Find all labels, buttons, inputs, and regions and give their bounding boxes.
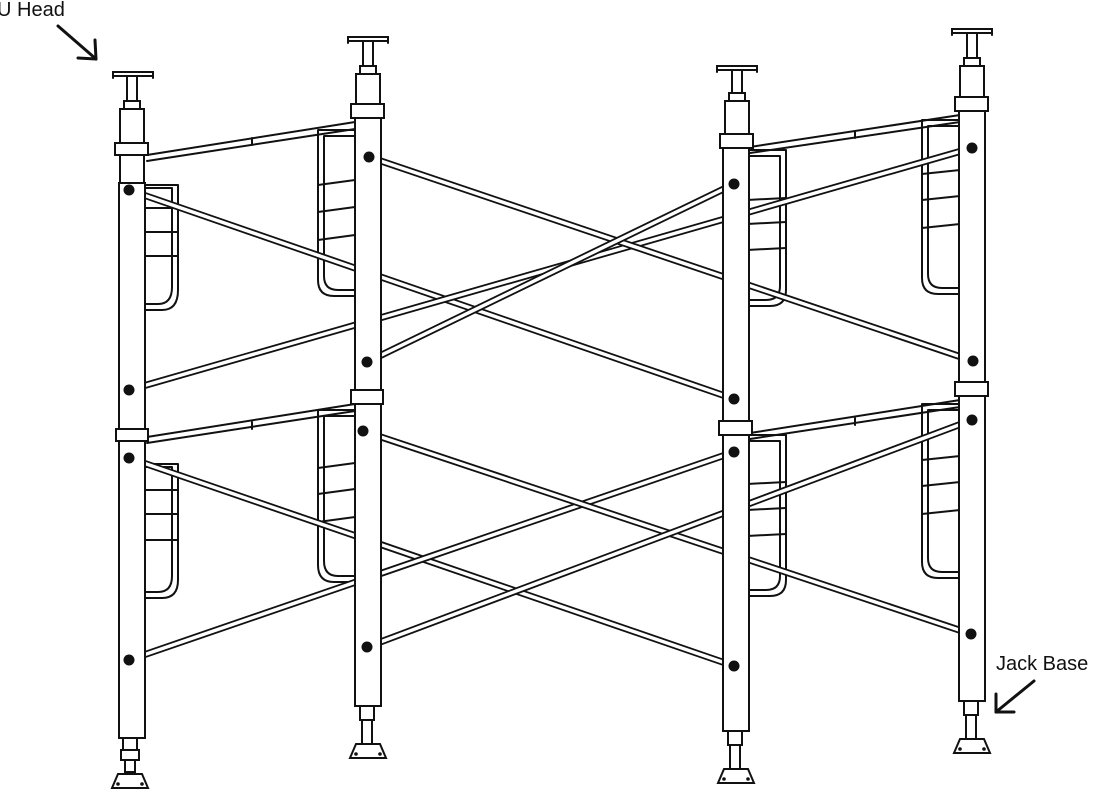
ladder-frame-right-lower [746,399,961,597]
jack-base-plate [952,738,992,754]
ladder-frame-left-lower [142,403,356,599]
u-head-arrow-icon [56,24,98,61]
post-1 [110,71,154,789]
jack-base-plate [110,773,150,789]
ladder-frame-right-upper [746,114,961,307]
jack-base-plate [716,768,756,784]
post-3 [716,65,758,784]
jack-base-plate [348,743,388,759]
cross-braces [125,144,977,670]
post-4 [951,28,993,754]
jack-base-label: Jack Base [996,653,1088,675]
u-head-label: U Head [0,0,65,21]
post-2 [347,36,389,759]
ladder-frame-left-upper [142,121,356,311]
jack-base-arrow-icon [994,679,1036,714]
brace-pins [123,142,979,672]
